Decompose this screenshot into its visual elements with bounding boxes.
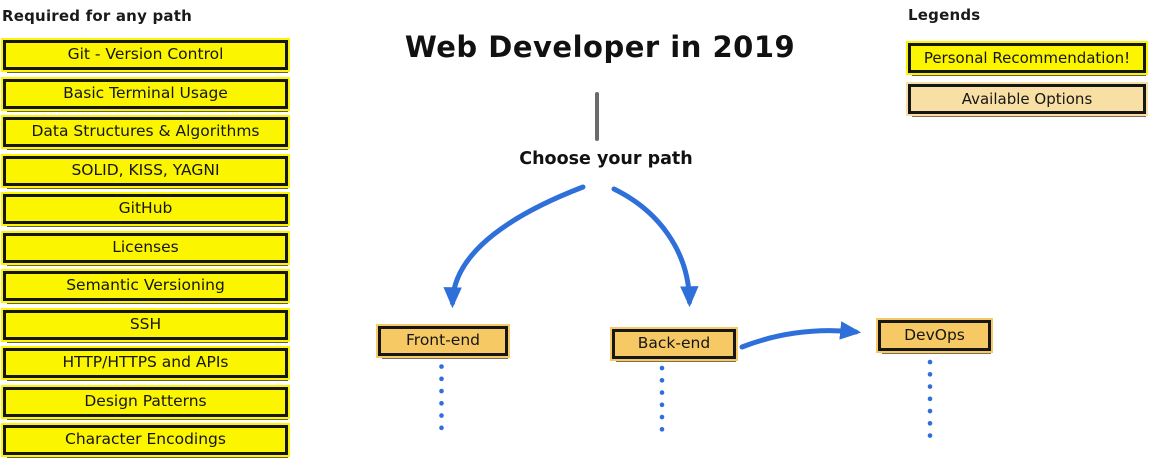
path-node-label: Back-end	[637, 334, 711, 353]
required-item-label: SOLID, KISS, YAGNI	[71, 161, 220, 180]
required-item-label: Character Encodings	[65, 430, 226, 449]
legend-available-options: Available Options	[908, 84, 1146, 114]
required-item-design-patterns: Design Patterns	[3, 387, 288, 417]
required-item-solid-kiss-yagni: SOLID, KISS, YAGNI	[3, 156, 288, 186]
path-node-devops: DevOps	[878, 320, 991, 351]
required-item-github: GitHub	[3, 194, 288, 224]
path-node-backend: Back-end	[612, 329, 736, 359]
required-item-label: Design Patterns	[84, 392, 207, 411]
required-item-label: GitHub	[118, 199, 173, 218]
divider-line	[595, 92, 599, 141]
legends-title: Legends	[908, 6, 981, 24]
curved-arrow-backend-to-devops	[739, 321, 862, 350]
required-item-git-version-control: Git - Version Control	[3, 40, 288, 70]
choose-your-path-label: Choose your path	[519, 149, 693, 169]
required-item-semantic-versioning: Semantic Versioning	[3, 271, 288, 301]
required-item-character-encodings: Character Encodings	[3, 425, 288, 455]
required-item-data-structures-algorithms: Data Structures & Algorithms	[3, 117, 288, 147]
required-item-label: Basic Terminal Usage	[63, 84, 228, 103]
required-item-label: HTTP/HTTPS and APIs	[62, 353, 229, 372]
curved-arrow-to-frontend	[443, 184, 586, 309]
legend-personal-recommendation: Personal Recommendation!	[908, 43, 1146, 73]
required-item-licenses: Licenses	[3, 233, 288, 263]
path-node-label: Front-end	[406, 331, 480, 350]
required-item-ssh: SSH	[3, 310, 288, 340]
required-item-label: Licenses	[112, 238, 179, 257]
required-item-http-https-apis: HTTP/HTTPS and APIs	[3, 348, 288, 378]
path-node-frontend: Front-end	[378, 326, 508, 356]
curved-arrow-to-backend	[611, 186, 699, 308]
legend-label: Personal Recommendation!	[923, 48, 1131, 67]
required-item-label: Semantic Versioning	[66, 276, 225, 295]
required-item-basic-terminal-usage: Basic Terminal Usage	[3, 79, 288, 109]
required-item-label: Git - Version Control	[67, 45, 224, 64]
page-title: Web Developer in 2019	[404, 30, 796, 64]
required-section-title: Required for any path	[2, 7, 192, 25]
path-node-label: DevOps	[904, 325, 965, 344]
required-item-label: Data Structures & Algorithms	[31, 122, 260, 141]
legend-label: Available Options	[961, 89, 1093, 108]
required-item-label: SSH	[129, 315, 162, 334]
